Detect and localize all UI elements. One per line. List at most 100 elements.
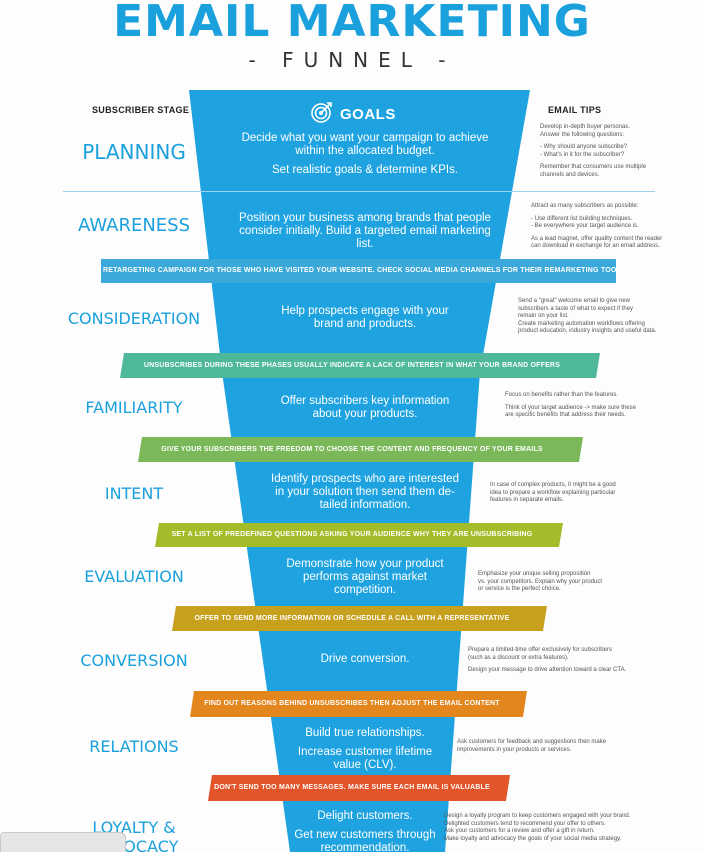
tip-line: remain on your list. [518, 313, 569, 319]
stage-goal: Decide what you want your campaign to ac… [230, 132, 500, 177]
tip-line: - Why should anyone subscribe? [540, 144, 628, 150]
stage-tips: Prepare a limited-time offer exclusively… [468, 647, 626, 675]
target-icon [310, 100, 334, 129]
stage-name: PLANNING [82, 140, 186, 164]
tip-line: - What's in it for the subscriber? [540, 151, 625, 158]
tip-line: Remember that consumers use multiple [540, 164, 647, 170]
tip-band-3 [138, 437, 583, 462]
tip-band-7 [208, 775, 510, 801]
tip-line: (such as a discount or extra features). [468, 654, 569, 661]
tip-line: Prepare a limited-time offer exclusively… [468, 647, 612, 653]
tip-line: Think of your target audience -> make su… [505, 404, 636, 411]
goal-line: Identify prospects who are interested [271, 473, 459, 485]
goal-line: Offer subscribers key information [280, 395, 450, 407]
stage-tips: Send a "great" welcome email to give new… [518, 298, 656, 336]
tip-line: Answer the following questions: [540, 131, 625, 138]
goal-line: consider initially. Build a targeted ema… [239, 225, 491, 250]
window-corner-tab[interactable] [0, 832, 126, 852]
tip-line: Design a loyalty program to keep custome… [444, 813, 631, 819]
goal-line: performs against market [303, 571, 427, 583]
tip-line: product education, industry insights and… [518, 328, 657, 334]
stage-tips: Emphasize your unique selling propositio… [478, 571, 602, 594]
tip-line: are specific benefits that address their… [505, 412, 626, 418]
tip-line: Delighted customers tend to recommend yo… [444, 820, 606, 827]
tip-line: channels and devices. [540, 171, 600, 178]
stage-name: CONVERSION [80, 651, 188, 670]
tip-band-text: SET A LIST OF PREDEFINED QUESTIONS ASKIN… [171, 531, 533, 538]
tip-line: - Use different list building techniques… [531, 215, 633, 222]
stage-name: AWARENESS [77, 215, 191, 236]
stage-name: FAMILIARITY [85, 398, 183, 417]
funnel-upper [189, 90, 530, 372]
tip-band-text: GIVE YOUR SUBSCRIBERS THE FREEDOM TO CHO… [161, 445, 543, 453]
goal-line: Set realistic goals & determine KPIs. [272, 164, 458, 176]
goal-line: Position your business among brands that… [239, 212, 491, 224]
tip-line: Ask your customers for a review and offe… [444, 828, 595, 834]
subscriber-stage-heading: SUBSCRIBER STAGE [92, 105, 190, 115]
goal-line: Help prospects engage with your [281, 305, 449, 317]
goal-line: Get new customers through [294, 829, 436, 841]
stage-tips: Focus on benefits rather than the featur… [505, 392, 636, 420]
tip-band-text: UNSUBSCRIBES DURING THESE PHASES USUALLY… [143, 361, 561, 369]
stage-tips: In case of complex products, it might be… [490, 482, 616, 505]
stage-name: RELATIONS [89, 737, 179, 756]
email-tips-heading: EMAIL TIPS [548, 105, 602, 115]
goal-line: Increase customer lifetime [297, 746, 433, 758]
goal-line: within the allocated budget. [295, 145, 435, 157]
stage-goal: Build true relationships. Increase custom… [230, 727, 500, 772]
tip-line: improvements in your products or service… [457, 746, 572, 753]
goal-line: value (CLV). [333, 759, 397, 771]
stage-name: INTENT [104, 484, 164, 503]
goal-line: Delight customers. [317, 810, 413, 822]
tip-line: As a lead magnet, offer quality content … [531, 235, 663, 242]
goal-line: recommendation. [320, 842, 410, 852]
goal-line: brand and products. [313, 318, 417, 330]
tip-line: Attract as many subscribers as possible: [531, 203, 639, 209]
tip-line: can download in exchange for an email ad… [531, 243, 660, 249]
page-title: EMAIL MARKETING [113, 0, 591, 47]
goal-line: Drive conversion. [320, 653, 410, 665]
tip-line: or service is the perfect choice. [478, 586, 561, 592]
tip-line: subscribers a taste of what to expect if… [518, 305, 634, 312]
tip-line: Emphasize your unique selling propositio… [478, 571, 591, 577]
tip-line: - Be everywhere your target audience is. [531, 223, 639, 229]
stage-tips: Attract as many subscribers as possible:… [531, 203, 662, 251]
tip-line: idea to prepare a workflow explaining pa… [490, 489, 616, 496]
goal-line: tailed information. [319, 499, 411, 511]
goal-line: about your products. [312, 408, 418, 420]
goal-line: Demonstrate how your product [286, 558, 444, 570]
goals-header: GOALS [310, 100, 396, 129]
tip-line: Send a "great" welcome email to give new [518, 298, 630, 304]
tip-line: Focus on benefits rather than the featur… [505, 392, 619, 398]
stage-tips: Ask customers for feedback and suggestio… [457, 739, 606, 754]
section-divider [63, 191, 655, 192]
stage-goal: Position your business among brands that… [230, 212, 500, 251]
tip-line: In case of complex products, it might be… [490, 482, 616, 488]
tip-band-1 [101, 259, 616, 283]
stage-tips: Design a loyalty program to keep custome… [444, 813, 630, 843]
tip-band-2 [120, 353, 600, 378]
stage-tips: Develop in-depth buyer personas.Answer t… [540, 124, 646, 179]
tip-band-5 [172, 606, 547, 631]
tip-band-text: FIND OUT REASONS BEHIND UNSUBSCRIBES THE… [204, 700, 500, 707]
stage-name: CONSIDERATION [67, 309, 201, 328]
stage-goal: Drive conversion. [230, 653, 500, 666]
tip-band-text: OFFER TO SEND MORE INFORMATION OR SCHEDU… [194, 614, 510, 622]
goal-line: competition. [333, 584, 396, 596]
tip-band-4 [155, 523, 563, 547]
tip-line: Ask customers for feedback and suggestio… [457, 739, 607, 745]
tip-line: vs. your competitors. Explain why your p… [478, 578, 603, 585]
goals-label: GOALS [340, 106, 396, 123]
tip-band-text: RUN A RETARGETING CAMPAIGN FOR THOSE WHO… [78, 267, 626, 274]
goal-line: Decide what you want your campaign to ac… [241, 132, 489, 144]
tip-line: Develop in-depth buyer personas. [540, 124, 631, 130]
stage-goal: Delight customers. Get new customers thro… [230, 810, 500, 852]
goal-line: in your solution then send them de- [275, 486, 455, 498]
goal-line: Build true relationships. [305, 727, 425, 739]
stage-name: EVALUATION [84, 567, 184, 586]
